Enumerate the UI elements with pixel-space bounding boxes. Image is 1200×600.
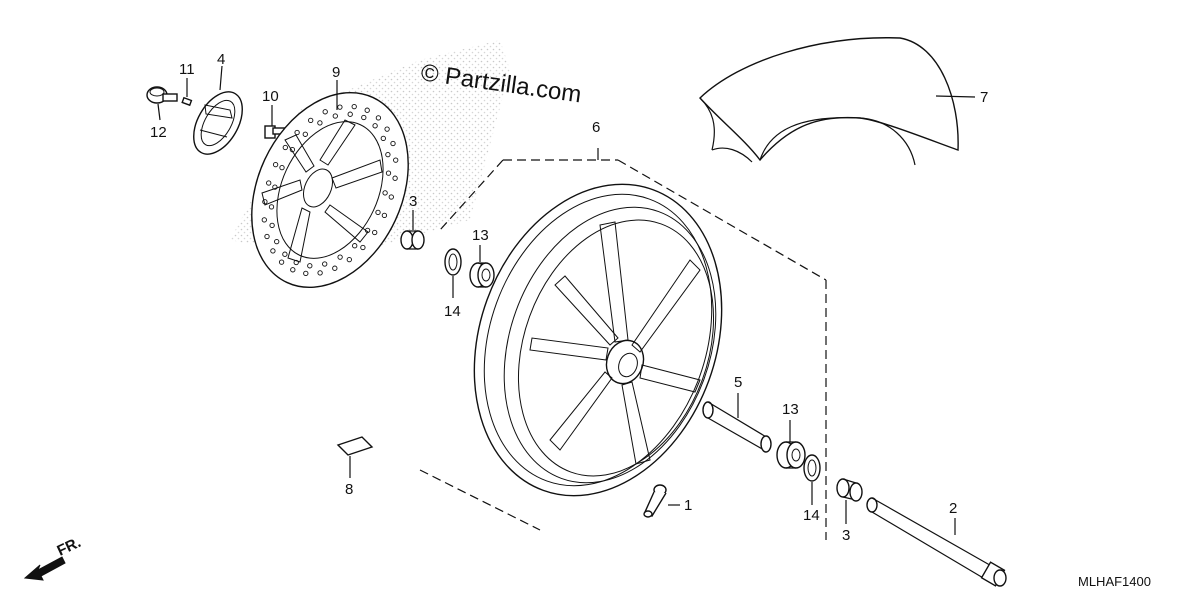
disc-hole bbox=[322, 109, 328, 115]
disc-hole bbox=[361, 114, 367, 121]
disc-hole bbox=[270, 248, 276, 254]
disc-hole bbox=[268, 204, 275, 210]
disc-hole bbox=[322, 261, 328, 267]
part-12-bolt[interactable] bbox=[146, 86, 178, 104]
disc-hole bbox=[347, 111, 353, 117]
callout-4[interactable]: 4 bbox=[217, 51, 225, 68]
disc-hole bbox=[337, 104, 343, 110]
callout-14-right[interactable]: 14 bbox=[803, 507, 820, 524]
disc-hole bbox=[308, 117, 314, 124]
disc-hole bbox=[266, 180, 272, 186]
part-2-axle[interactable] bbox=[866, 497, 1007, 587]
callout-2[interactable]: 2 bbox=[949, 500, 957, 517]
part-1-valve[interactable] bbox=[643, 484, 667, 518]
diagram-code: MLHAF1400 bbox=[1078, 574, 1151, 589]
disc-hole bbox=[375, 115, 382, 121]
disc-hole bbox=[352, 243, 358, 249]
disc-hole bbox=[380, 135, 386, 142]
part-13-bearing-left[interactable] bbox=[469, 262, 495, 288]
part-11-screw[interactable] bbox=[181, 96, 193, 107]
callout-12[interactable]: 12 bbox=[150, 124, 167, 141]
disc-hole bbox=[360, 244, 366, 251]
disc-spokes bbox=[261, 119, 383, 263]
callout-6[interactable]: 6 bbox=[592, 119, 600, 136]
part-14-oil-seal-left[interactable] bbox=[444, 248, 462, 276]
disc-hole bbox=[261, 217, 267, 223]
disc-hole bbox=[388, 194, 394, 200]
callout-9[interactable]: 9 bbox=[332, 64, 340, 81]
disc-hole bbox=[385, 151, 391, 158]
disc-hole bbox=[302, 131, 308, 137]
part-5-distance-collar[interactable] bbox=[702, 401, 772, 453]
disc-hole bbox=[272, 184, 278, 190]
callout-13-left[interactable]: 13 bbox=[472, 227, 489, 244]
callout-7[interactable]: 7 bbox=[980, 89, 988, 106]
callout-labels: 11 4 12 10 9 3 13 14 6 7 5 13 14 3 2 1 8 bbox=[150, 51, 988, 544]
callout-11[interactable]: 11 bbox=[179, 61, 195, 78]
callout-8[interactable]: 8 bbox=[345, 481, 353, 498]
disc-hole bbox=[390, 140, 396, 147]
disc-hole bbox=[392, 175, 398, 181]
front-direction-arrow-icon: FR. bbox=[23, 534, 84, 581]
leader-lines bbox=[157, 65, 976, 540]
disc-hole bbox=[303, 270, 309, 277]
part-6-wheel[interactable] bbox=[432, 149, 763, 530]
disc-hole bbox=[351, 103, 357, 110]
disc-hole bbox=[393, 157, 399, 163]
disc-hole bbox=[294, 129, 300, 136]
disc-hole bbox=[375, 209, 381, 216]
callout-10[interactable]: 10 bbox=[262, 88, 279, 105]
disc-hole bbox=[290, 267, 296, 273]
part-7-tire[interactable] bbox=[699, 37, 959, 166]
disc-hole bbox=[364, 107, 370, 113]
disc-hole bbox=[274, 238, 280, 245]
part-3-collar-right[interactable] bbox=[836, 478, 863, 502]
part-13-bearing-right[interactable] bbox=[776, 441, 806, 469]
disc-hole bbox=[317, 120, 323, 126]
disc-hole bbox=[307, 263, 313, 269]
disc-hole bbox=[372, 123, 378, 129]
disc-hole bbox=[279, 164, 285, 171]
part-3-collar-left[interactable] bbox=[400, 230, 425, 250]
callout-14-left[interactable]: 14 bbox=[444, 303, 461, 320]
part-4-pulser-ring[interactable] bbox=[184, 84, 253, 163]
disc-hole bbox=[382, 190, 388, 196]
disc-hole bbox=[372, 229, 378, 236]
callout-13-right[interactable]: 13 bbox=[782, 401, 799, 418]
part-14-oil-seal-right[interactable] bbox=[803, 454, 821, 482]
part-8-balance-weight[interactable] bbox=[336, 436, 374, 456]
callout-3-right[interactable]: 3 bbox=[842, 527, 850, 544]
disc-holes bbox=[261, 103, 399, 277]
part-9-brake-disc[interactable] bbox=[222, 67, 439, 313]
disc-hole bbox=[384, 126, 390, 132]
disc-hole bbox=[381, 212, 388, 219]
front-direction-label: FR. bbox=[55, 534, 84, 560]
disc-hole bbox=[332, 265, 338, 271]
disc-hole bbox=[317, 270, 323, 276]
disc-hole bbox=[332, 113, 338, 119]
callout-5[interactable]: 5 bbox=[734, 374, 742, 391]
disc-hole bbox=[337, 254, 343, 260]
disc-hole bbox=[278, 259, 285, 265]
disc-hole bbox=[269, 222, 275, 229]
callout-3-left[interactable]: 3 bbox=[409, 193, 417, 210]
disc-hole bbox=[385, 170, 392, 176]
disc-hole bbox=[264, 233, 270, 240]
wheel-spokes bbox=[529, 221, 701, 465]
disc-hole bbox=[282, 251, 288, 257]
disc-hole bbox=[272, 161, 279, 168]
callout-1[interactable]: 1 bbox=[684, 497, 692, 514]
disc-hole bbox=[282, 144, 288, 151]
disc-hole bbox=[346, 256, 352, 263]
